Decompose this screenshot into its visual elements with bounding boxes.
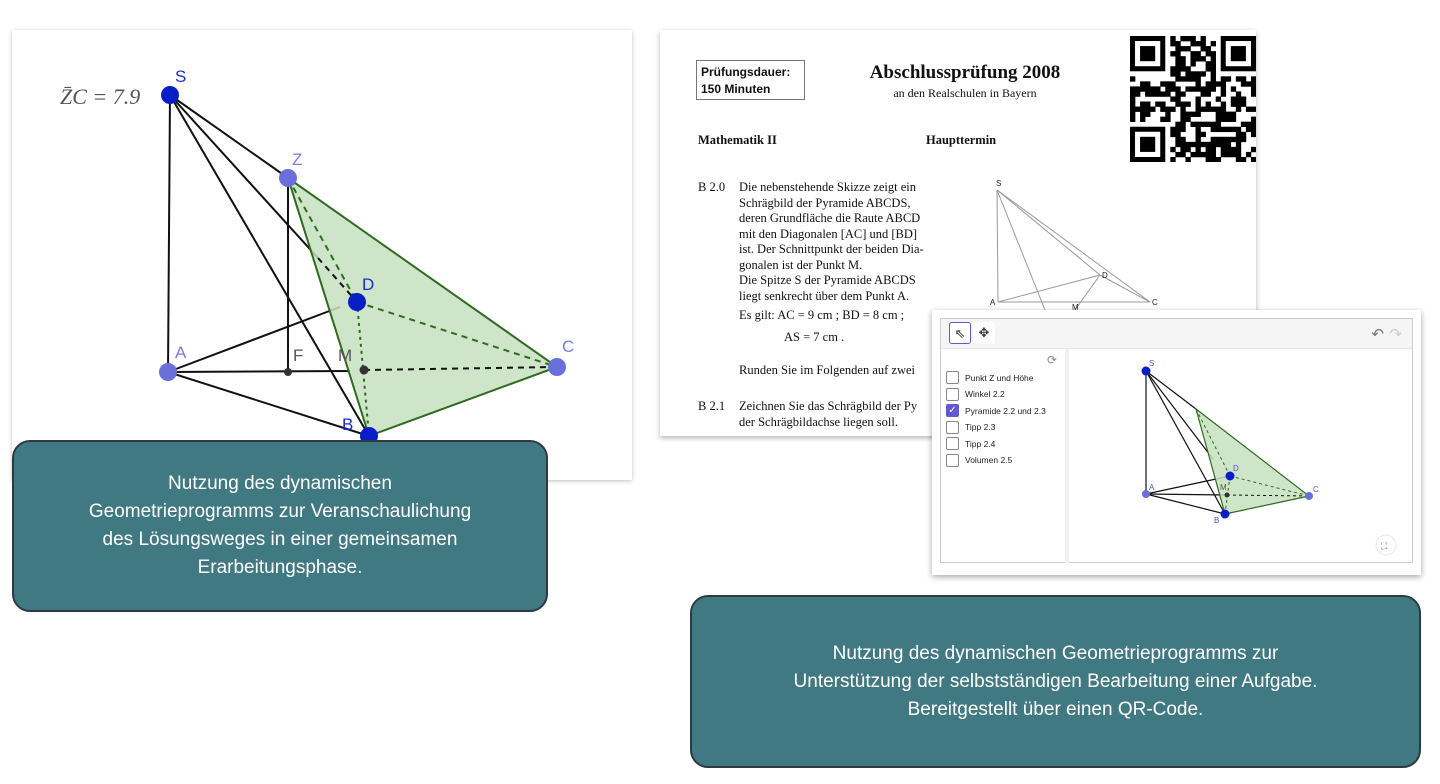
point-D (348, 293, 366, 311)
svg-text:A: A (990, 298, 996, 307)
subject: Mathematik II (698, 133, 777, 147)
label-C: C (562, 337, 574, 356)
label-D: D (362, 275, 374, 294)
point-S (161, 86, 179, 104)
checkbox-item[interactable]: Punkt Z und Höhe (946, 371, 1034, 384)
svg-text:M: M (1072, 303, 1079, 310)
svg-text:C: C (1152, 298, 1158, 307)
checkbox-item[interactable]: Volumen 2.5 (946, 453, 1013, 467)
zc-measure: Z̄C = 7.9 (60, 84, 140, 109)
label-M: M (338, 346, 352, 365)
checkbox-label: Winkel 2.2 (965, 389, 1005, 399)
pyramid-sketch: S D A C M (990, 179, 1158, 310)
undo-icon[interactable]: ↶ (1371, 326, 1384, 343)
label-Z: Z (292, 150, 302, 169)
given-values: Es gilt: AC = 9 cm ; BD = 8 cm ; (739, 308, 905, 322)
exam-title: Abschlussprüfung 2008 (869, 62, 1061, 83)
svg-text:D: D (1233, 464, 1239, 473)
svg-text:S: S (1149, 359, 1154, 368)
pan-tool-button[interactable]: ✥ (973, 322, 995, 344)
checkbox[interactable] (946, 371, 959, 384)
checkbox[interactable] (946, 437, 959, 450)
task-number: B 2.1 (698, 399, 726, 413)
label-B: B (342, 415, 353, 434)
checkbox-item[interactable]: Winkel 2.2 (946, 387, 1005, 401)
svg-text:C: C (1313, 485, 1319, 494)
graphics-view[interactable]: S A B C D M ⛶ (1073, 349, 1413, 563)
point-C (548, 358, 566, 376)
checkbox-item[interactable]: ✓ Pyramide 2.2 und 2.3 (946, 404, 1046, 417)
checkbox-item[interactable]: Tipp 2.4 (946, 437, 995, 450)
label-A: A (175, 343, 187, 362)
exam-subtitle: an den Realschulen in Bayern (893, 86, 1037, 100)
point-F (284, 368, 292, 376)
pyramid-construction: Z̄C = 7.9 S Z D A F M C B (60, 67, 574, 445)
checkbox-item[interactable]: Tipp 2.3 (946, 420, 996, 434)
qr-code[interactable] (1130, 36, 1256, 162)
label-S: S (175, 67, 186, 86)
redo-icon[interactable]: ↷ (1389, 326, 1402, 343)
checkbox-label: Punkt Z und Höhe (965, 372, 1034, 383)
move-tool-button[interactable]: ⇖ (949, 322, 971, 344)
checkbox[interactable] (946, 420, 959, 434)
duration-box: Prüfungsdauer:150 Minuten (696, 60, 805, 100)
label-F: F (293, 346, 303, 365)
point-M (359, 365, 369, 375)
point-A (159, 363, 177, 381)
given-values-2: AS = 7 cm . (784, 330, 845, 344)
svg-text:B: B (1214, 516, 1219, 525)
svg-text:S: S (996, 179, 1001, 188)
caption-right: Nutzung des dynamischen Geometrieprogram… (690, 595, 1421, 768)
svg-text:A: A (1149, 483, 1155, 492)
checkbox-label: Tipp 2.4 (965, 438, 996, 449)
checkbox-label: Volumen 2.5 (965, 455, 1013, 465)
svg-text:M: M (1220, 483, 1227, 492)
toolbar: ⇖ ✥ ↶ ↷ (941, 319, 1412, 349)
checkbox[interactable] (946, 387, 959, 401)
fullscreen-icon: ⛶ (1380, 541, 1388, 551)
refresh-icon[interactable]: ⟳ (1046, 353, 1057, 367)
checkbox[interactable]: ✓ (946, 404, 959, 417)
term: Haupttermin (926, 133, 997, 147)
checkbox[interactable] (946, 453, 959, 467)
svg-text:D: D (1102, 271, 1108, 280)
checkbox-label: Pyramide 2.2 und 2.3 (965, 405, 1046, 416)
checkbox-label: Tipp 2.3 (965, 422, 996, 432)
task-number: B 2.0 (698, 180, 726, 194)
round-text: Runden Sie im Folgenden auf zwei (739, 363, 916, 377)
point-Z (279, 169, 297, 187)
